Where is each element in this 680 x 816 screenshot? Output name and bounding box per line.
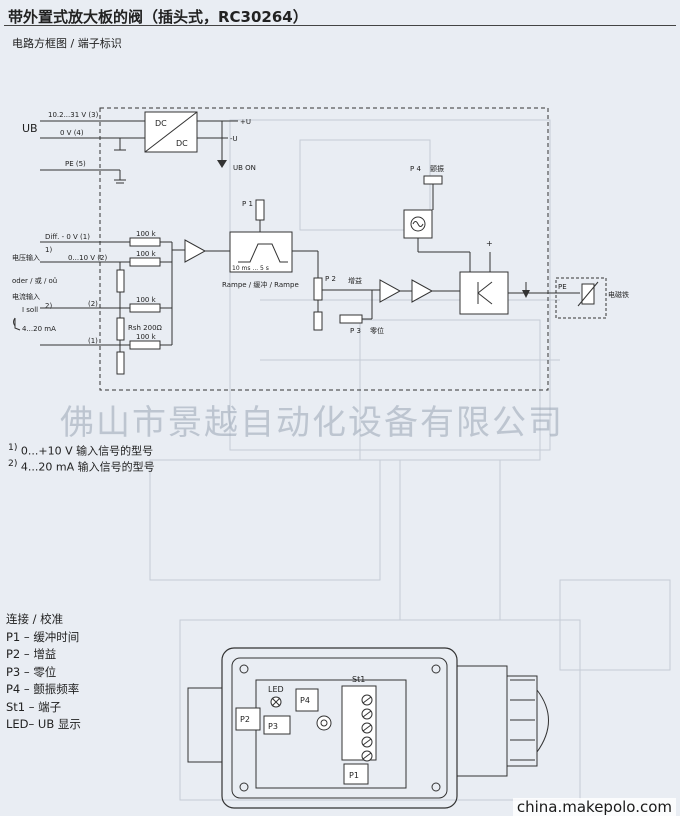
plus-label: + xyxy=(486,239,493,248)
board-p2 xyxy=(235,707,261,731)
diode-icon xyxy=(522,290,530,298)
title-rule xyxy=(4,25,676,26)
r100k-label-1: 100 k xyxy=(136,230,157,238)
resistor-r2 xyxy=(129,257,161,267)
legend-item-p2: P2 – 增益 xyxy=(6,647,57,661)
diff-label: Diff. - 0 V (1) xyxy=(45,233,90,241)
p1-potentiometer xyxy=(255,199,265,221)
ub-label: UB xyxy=(22,122,38,135)
resistor-r3 xyxy=(129,303,161,313)
board-p1 xyxy=(343,763,369,785)
watermark: 佛山市景越自动化设备有限公司 xyxy=(60,403,564,443)
footnote-2: 2) 4...20 mA 输入信号的型号 xyxy=(8,458,155,475)
source-watermark: china.makepolo.com xyxy=(512,798,676,816)
resistor-r4 xyxy=(129,340,161,350)
p4-label: P 4 xyxy=(410,165,421,173)
terminal-screw-icons xyxy=(361,694,373,762)
connection-legend: 连接 / 校准 P1 – 缓冲时间 P2 – 增益 P3 – 零位 P4 – 颤… xyxy=(6,611,81,734)
p3-label: P 3 xyxy=(350,327,361,335)
board-p4 xyxy=(295,688,319,712)
solenoid-connector xyxy=(555,277,607,319)
board-p1-label: P1 xyxy=(349,771,359,780)
input-amplifier xyxy=(184,239,207,263)
minus-u-label: -U xyxy=(230,135,238,143)
dc-top-label: DC xyxy=(155,119,167,128)
r100k-label-4: 100 k xyxy=(136,333,157,341)
board-layout-drawing xyxy=(187,647,549,809)
resistor-shunt xyxy=(116,317,125,341)
p2-label: P 2 xyxy=(325,275,336,283)
p1-label: P 1 xyxy=(242,200,253,208)
ramp-range-label: 10 ms ... 5 s xyxy=(232,265,269,272)
ramp-generator xyxy=(229,231,293,273)
legend-heading: 连接 / 校准 xyxy=(6,612,64,626)
pe2-label: PE xyxy=(558,283,567,291)
zero-v-label: 0 V (4) xyxy=(60,129,84,137)
resistor-p2-ground xyxy=(313,311,323,331)
page-title: 带外置式放大板的阀（插头式，RC30264） xyxy=(8,8,308,26)
footnote-2-text: 4...20 mA 输入信号的型号 xyxy=(20,460,155,474)
board-p3-label: P3 xyxy=(268,722,278,731)
plus-u-label: +U xyxy=(240,118,251,126)
resistor-vertical-2 xyxy=(116,351,125,375)
p4-potentiometer xyxy=(423,175,443,185)
page-subtitle: 电路方框图 / 端子标识 xyxy=(12,37,122,50)
range-4-20-label: 4...20 mA xyxy=(22,325,56,333)
legend-item-p3: P3 – 零位 xyxy=(6,664,57,679)
term-2-label: (2) xyxy=(88,300,98,308)
in-010-label: 0...10 V (2) xyxy=(68,254,107,262)
board-st1-label: St1 xyxy=(352,675,365,684)
footnote-1-text: 0...+10 V 输入信号的型号 xyxy=(20,444,154,458)
dither-label: 颤振 xyxy=(430,164,444,173)
solenoid-label: 电磁铁 xyxy=(608,290,629,299)
ramp-label: Rampe / 缓冲 / Rampe xyxy=(222,280,299,289)
rsh-label: Rsh 200Ω xyxy=(128,324,163,332)
output-transistor xyxy=(459,271,509,315)
fn1-label: 1) xyxy=(45,246,52,254)
board-p4-label: P4 xyxy=(300,696,310,705)
dc-bottom-label: DC xyxy=(176,139,188,148)
driver-amplifier xyxy=(411,279,434,303)
legend-item-st1: St1 – 端子 xyxy=(6,699,62,714)
footnote-2-mark: 2) xyxy=(8,458,18,469)
board-boundary xyxy=(99,107,549,391)
board-p3 xyxy=(263,715,291,735)
ramp-icon xyxy=(238,243,288,263)
resistor-vertical-1 xyxy=(116,269,125,293)
legend-item-led: LED– UB 显示 xyxy=(6,717,81,731)
or-label: oder / 或 / oû xyxy=(12,276,57,285)
supply-range-label: 10.2...31 V (3) xyxy=(48,111,99,119)
zero-label: 零位 xyxy=(370,326,384,335)
current-loop-icon xyxy=(13,317,21,331)
current-input-label: 电流输入 xyxy=(12,292,40,301)
pe-label: PE (5) xyxy=(65,160,86,168)
r100k-label-3: 100 k xyxy=(136,296,157,304)
p3-potentiometer xyxy=(339,314,363,324)
background-ghost-drawing xyxy=(149,119,671,801)
p2-potentiometer xyxy=(313,277,323,301)
ub-on-led-icon xyxy=(217,160,227,168)
legend-item-p1: P1 – 缓冲时间 xyxy=(6,629,80,644)
board-p2-label: P2 xyxy=(240,715,250,724)
isoll-label: I soll xyxy=(22,306,38,314)
footnote-1: 1) 0...+10 V 输入信号的型号 xyxy=(8,442,153,459)
footnote-1-mark: 1) xyxy=(8,442,18,453)
gain-amplifier xyxy=(379,279,402,303)
gain-label: 增益 xyxy=(348,276,362,285)
r100k-label-2: 100 k xyxy=(136,250,157,258)
ub-on-label: UB ON xyxy=(233,164,256,172)
board-led-label: LED xyxy=(268,685,284,694)
resistor-r1 xyxy=(129,237,161,247)
legend-item-p4: P4 – 颤振频率 xyxy=(6,682,80,696)
voltage-input-label: 电压输入 xyxy=(12,253,40,262)
fn2-label: 2) xyxy=(45,302,52,310)
term-1-label: (1) xyxy=(88,337,98,345)
